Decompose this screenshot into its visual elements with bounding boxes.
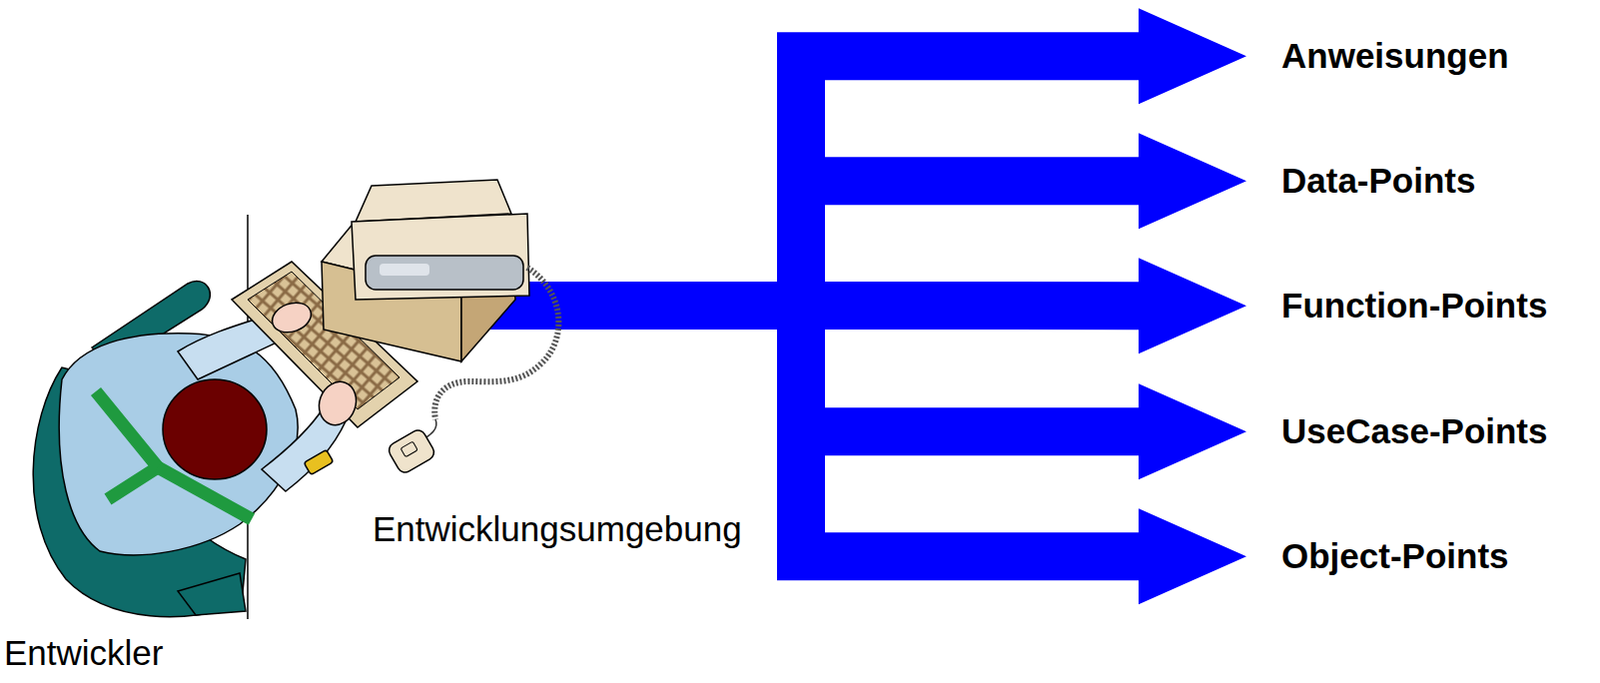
flow-arrow xyxy=(489,305,1247,605)
node-text: UseCase-Points xyxy=(1281,411,1548,452)
arrow-head xyxy=(1138,508,1247,605)
hand xyxy=(267,297,315,338)
screen xyxy=(365,255,524,290)
watch xyxy=(303,449,334,475)
shirt xyxy=(58,333,298,556)
flow-arrow xyxy=(489,305,1247,480)
armrest xyxy=(177,573,246,616)
arrow-shaft xyxy=(489,55,1140,306)
arrow-head xyxy=(1138,132,1247,229)
mouse xyxy=(386,427,438,476)
arrow-head xyxy=(1138,383,1247,480)
node-text: Object-Points xyxy=(1281,536,1510,577)
hand xyxy=(313,376,363,431)
node-text: Entwicklungsumgebung xyxy=(372,509,743,550)
arrow-head xyxy=(1138,257,1247,354)
metric-label: Function-Points xyxy=(1281,285,1548,326)
screen-glare xyxy=(379,263,430,276)
metric-label: Anweisungen xyxy=(1281,35,1510,76)
flow-arrow xyxy=(489,132,1247,306)
hair xyxy=(162,379,267,480)
node-text: Data-Points xyxy=(1281,160,1476,201)
metric-label: Data-Points xyxy=(1281,160,1476,201)
flow-arrow xyxy=(489,7,1247,306)
monitor-front xyxy=(351,213,530,300)
metric-label: UseCase-Points xyxy=(1281,411,1548,452)
person-label: Entwickler xyxy=(3,633,163,674)
suspender xyxy=(95,391,158,500)
environment-area: Entwicklungsumgebung xyxy=(319,174,743,550)
metric-label: Object-Points xyxy=(1281,536,1510,577)
arrow-head xyxy=(1138,7,1247,104)
cable xyxy=(434,267,559,420)
node-text: Function-Points xyxy=(1281,285,1548,326)
node-text: Anweisungen xyxy=(1281,35,1510,76)
